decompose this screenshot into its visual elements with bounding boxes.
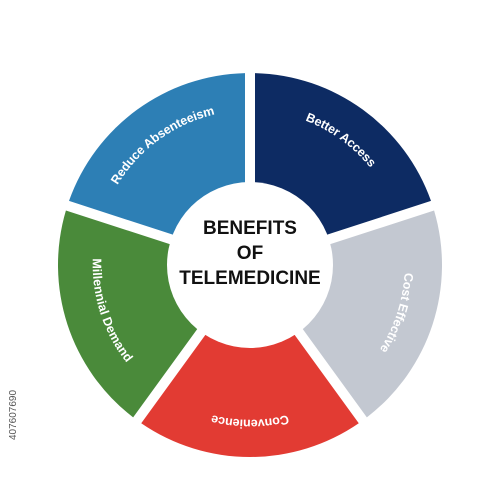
stock-id-watermark: 407607690: [8, 390, 19, 440]
center-title-line-2: OF: [237, 243, 263, 264]
center-title-line-1: BENEFITS: [203, 218, 297, 239]
segment-label-convenience: Convenience: [210, 412, 291, 431]
segment-fill-convenience: [141, 324, 359, 458]
segment-fill-reduce-absenteeism: [69, 73, 245, 239]
center-title-line-3: TELEMEDICINE: [179, 268, 320, 289]
segment-fill-better-access: [255, 73, 431, 239]
center-circle: [167, 182, 333, 348]
segment-better-access: Better Access: [255, 73, 431, 239]
